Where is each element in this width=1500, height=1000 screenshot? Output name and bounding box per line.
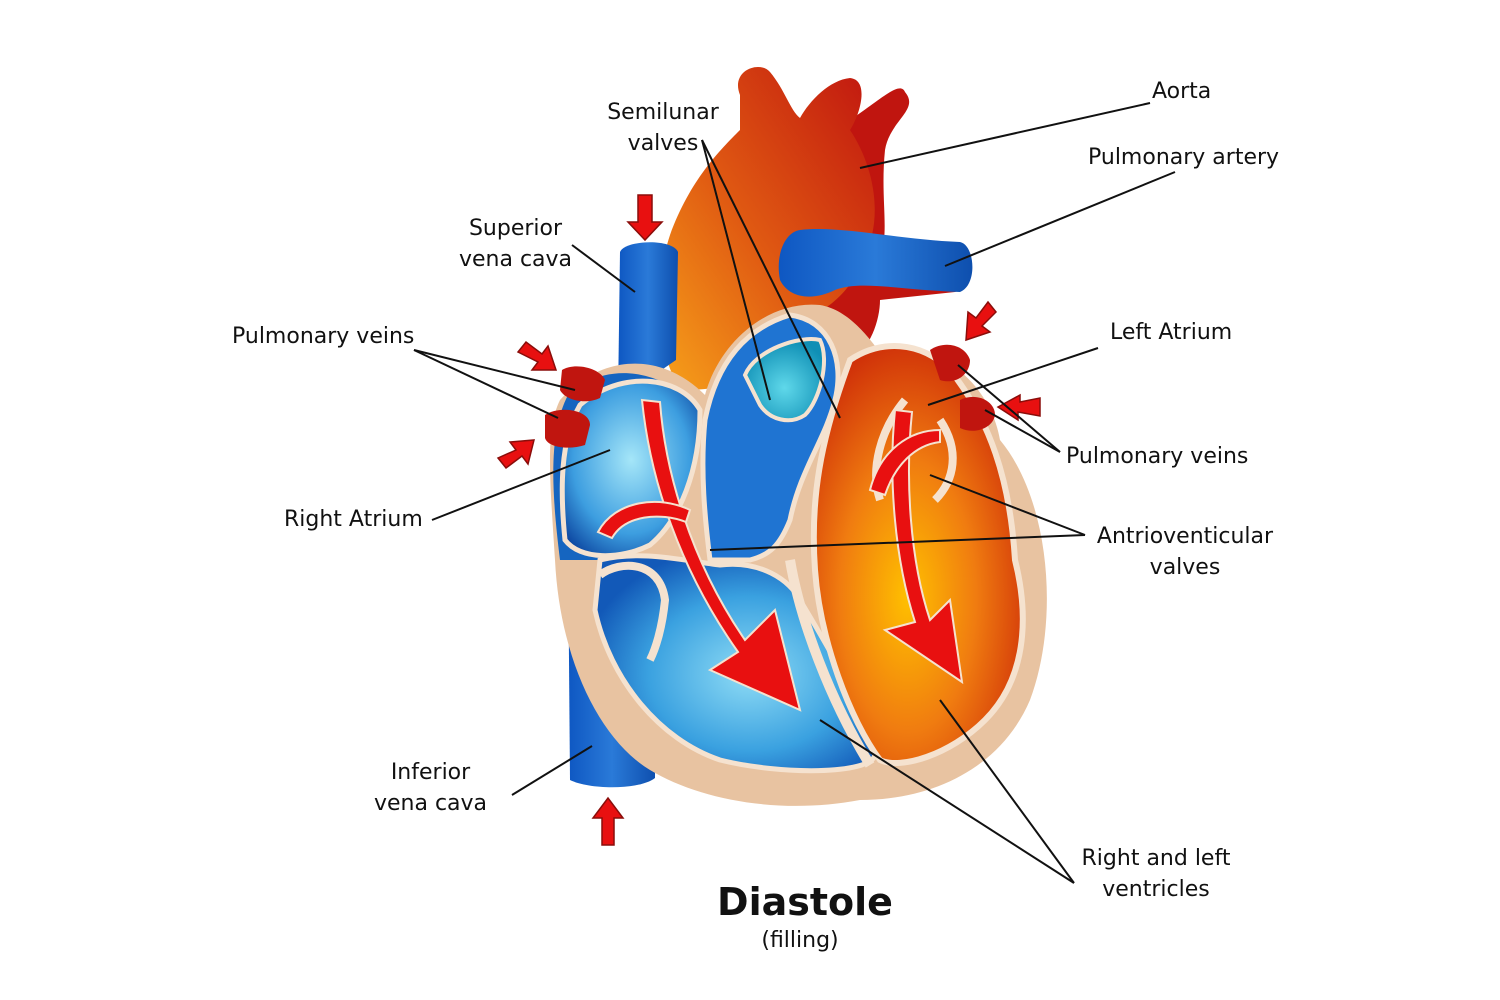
ivc-inflow-arrow — [593, 798, 623, 845]
label-pulmonary-veins-right: Pulmonary veins — [1066, 441, 1248, 472]
label-semilunar-valves: Semilunar valves — [598, 97, 728, 159]
label-svc-line2: vena cava — [453, 244, 578, 275]
label-av-line1: Antrioventicular — [1090, 521, 1280, 552]
label-av-line2: valves — [1090, 552, 1280, 583]
pv-right-upper-arrow — [966, 302, 996, 340]
label-superior-vena-cava: Superior vena cava — [453, 213, 578, 275]
label-ventricles-line1: Right and left — [1076, 843, 1236, 874]
label-ventricles-line2: ventricles — [1076, 874, 1236, 905]
svc-inflow-arrow — [628, 195, 662, 240]
diagram-title: Diastole — [700, 880, 910, 924]
label-right-atrium: Right Atrium — [284, 504, 423, 535]
label-aorta: Aorta — [1152, 76, 1211, 107]
label-ventricles: Right and left ventricles — [1076, 843, 1236, 905]
label-left-atrium-text: Left Atrium — [1110, 320, 1232, 345]
label-right-atrium-text: Right Atrium — [284, 507, 423, 532]
label-svc-line1: Superior — [453, 213, 578, 244]
label-av-valves: Antrioventicular valves — [1090, 521, 1280, 583]
diagram-subtitle: (filling) — [700, 928, 900, 953]
pv-left-lower-arrow — [498, 440, 534, 468]
label-pv-left-text: Pulmonary veins — [232, 324, 414, 349]
pv-left-upper-arrow — [518, 342, 556, 370]
leader-pulmonary-artery — [945, 172, 1175, 266]
label-pulmonary-veins-left: Pulmonary veins — [232, 321, 414, 352]
label-ivc-line1: Inferior — [368, 757, 493, 788]
label-semilunar-line2: valves — [598, 128, 728, 159]
label-pv-right-text: Pulmonary veins — [1066, 444, 1248, 469]
label-ivc-line2: vena cava — [368, 788, 493, 819]
label-semilunar-line1: Semilunar — [598, 97, 728, 128]
label-pulmonary-artery-text: Pulmonary artery — [1088, 145, 1279, 170]
label-left-atrium: Left Atrium — [1110, 317, 1232, 348]
label-pulmonary-artery: Pulmonary artery — [1088, 142, 1279, 173]
label-aorta-text: Aorta — [1152, 79, 1211, 104]
label-inferior-vena-cava: Inferior vena cava — [368, 757, 493, 819]
